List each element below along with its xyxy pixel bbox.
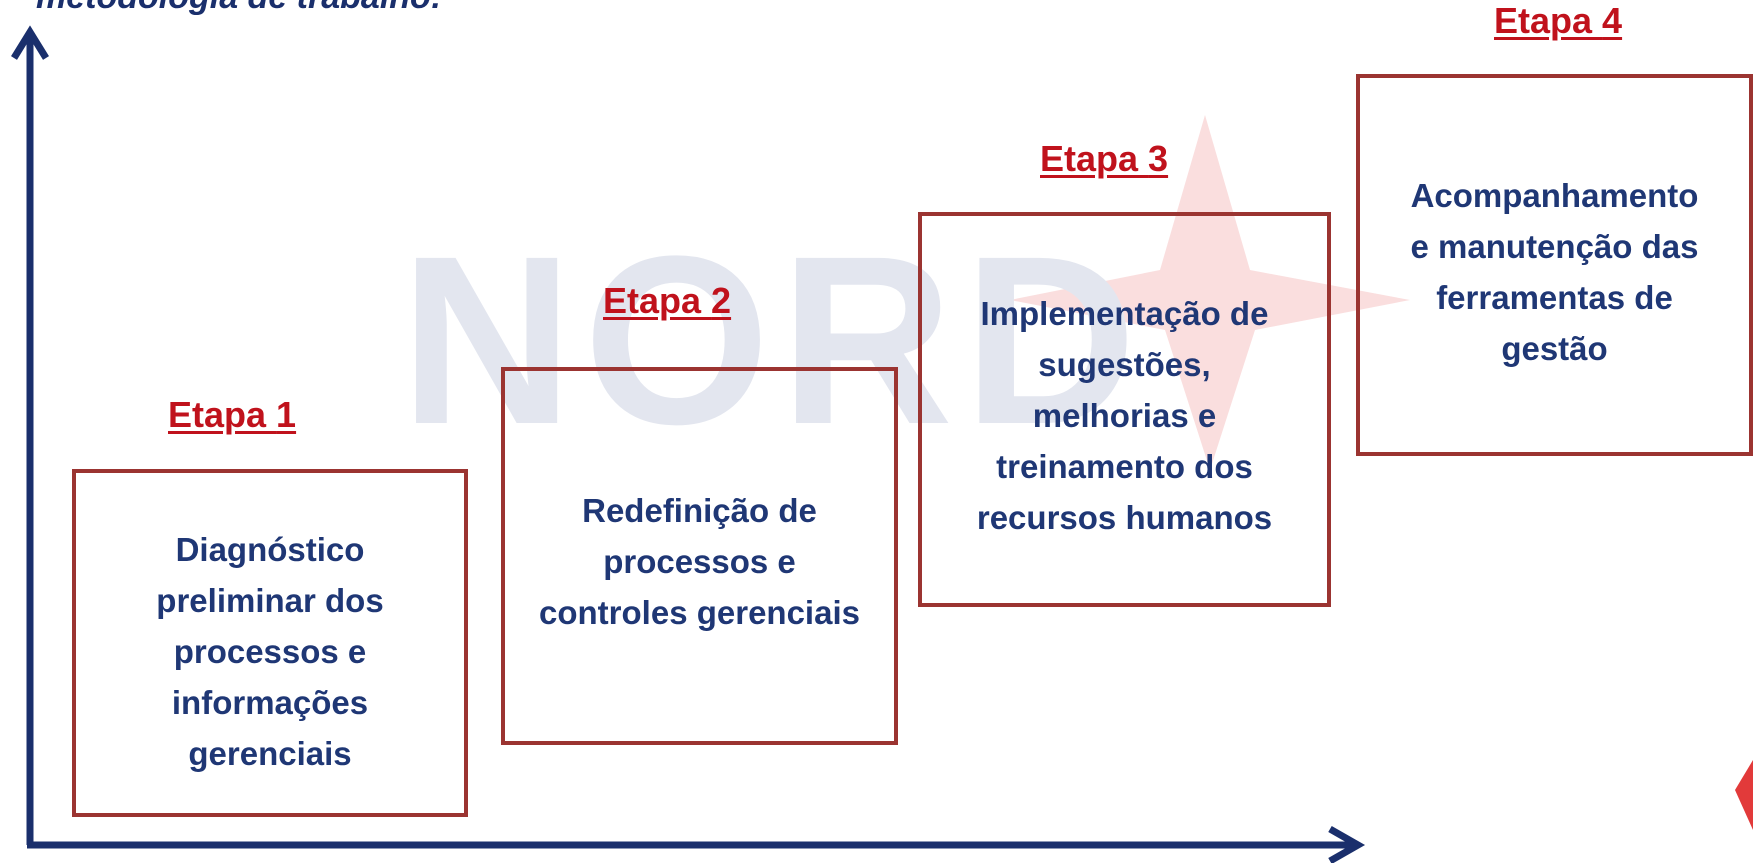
stage-4-label-number: 4	[1602, 0, 1623, 41]
stage-3-description: Implementação de sugestões, melhorias e …	[976, 295, 1273, 536]
vertical-axis-arrowhead-icon	[11, 25, 49, 60]
stage-3-label-number: 3	[1148, 138, 1169, 179]
stage-1-label-prefix: Etapa	[168, 394, 277, 435]
stage-3-box: Implementação de sugestões, melhorias e …	[918, 212, 1331, 607]
watermark-logo-text: NORD	[400, 206, 1147, 474]
horizontal-axis-arrowhead-icon	[1328, 825, 1366, 863]
page-title: metodologia de trabalho:	[36, 0, 442, 17]
stage-2-label: Etapa 2	[603, 280, 731, 322]
stage-4-label-prefix: Etapa	[1494, 0, 1603, 41]
stage-1-label: Etapa 1	[168, 394, 296, 436]
stage-2-label-number: 2	[711, 280, 732, 321]
stage-3-label: Etapa 3	[1040, 138, 1168, 180]
stage-2-box: Redefinição de processos e controles ger…	[501, 367, 898, 745]
stage-4-box: Acompanhamento e manutenção das ferramen…	[1356, 74, 1753, 456]
stage-1-description: Diagnóstico preliminar dos processos e i…	[156, 531, 384, 772]
stage-3-label-prefix: Etapa	[1040, 138, 1149, 179]
stage-1-box: Diagnóstico preliminar dos processos e i…	[72, 469, 468, 817]
stage-2-label-prefix: Etapa	[603, 280, 712, 321]
stage-1-label-number: 1	[276, 394, 297, 435]
stage-4-description: Acompanhamento e manutenção das ferramen…	[1410, 177, 1699, 367]
stage-4-label: Etapa 4	[1494, 0, 1622, 42]
stage-2-description: Redefinição de processos e controles ger…	[539, 492, 860, 631]
